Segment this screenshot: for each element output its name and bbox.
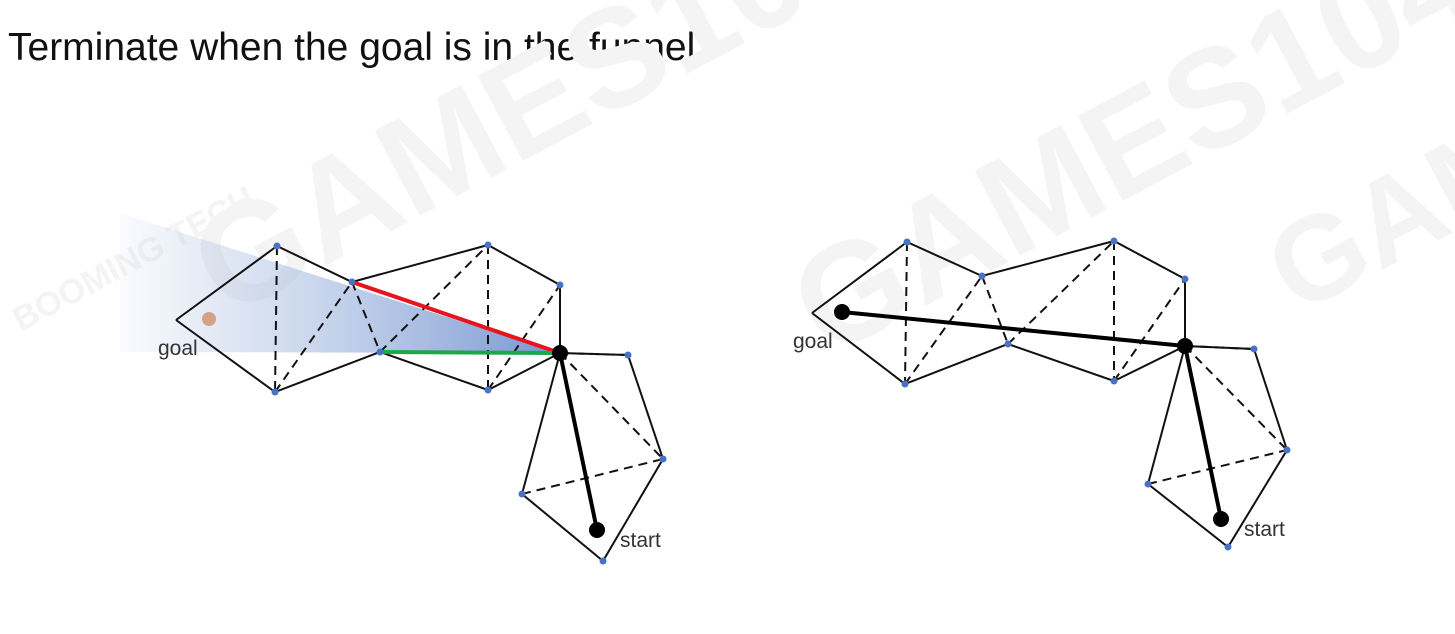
path-segment: [558, 352, 599, 531]
start-label: start: [1244, 518, 1285, 541]
slide-title: Terminate when the goal is in the funnel: [8, 26, 696, 69]
goal-label: goal: [793, 330, 833, 353]
navmesh-vertices: [271, 241, 667, 565]
goal-label: goal: [158, 337, 198, 360]
left-diagram: goal start: [120, 213, 667, 565]
funnel-apex-node: [552, 345, 568, 361]
goal-marker: [202, 312, 216, 326]
goal-node: [834, 304, 850, 320]
navmesh-internal-edges: [904, 240, 1288, 485]
start-node: [589, 522, 605, 538]
funnel-left-edge: [351, 280, 561, 355]
start-label: start: [620, 529, 661, 552]
corner-node: [1177, 338, 1193, 354]
navmesh-vertices: [901, 237, 1291, 551]
start-node: [1213, 511, 1229, 527]
right-diagram: goal start: [793, 237, 1291, 551]
navmesh-internal-edges: [274, 244, 664, 495]
funnel-right-edge: [379, 350, 561, 355]
funnel-region: [120, 213, 560, 353]
final-path: [841, 310, 1223, 520]
